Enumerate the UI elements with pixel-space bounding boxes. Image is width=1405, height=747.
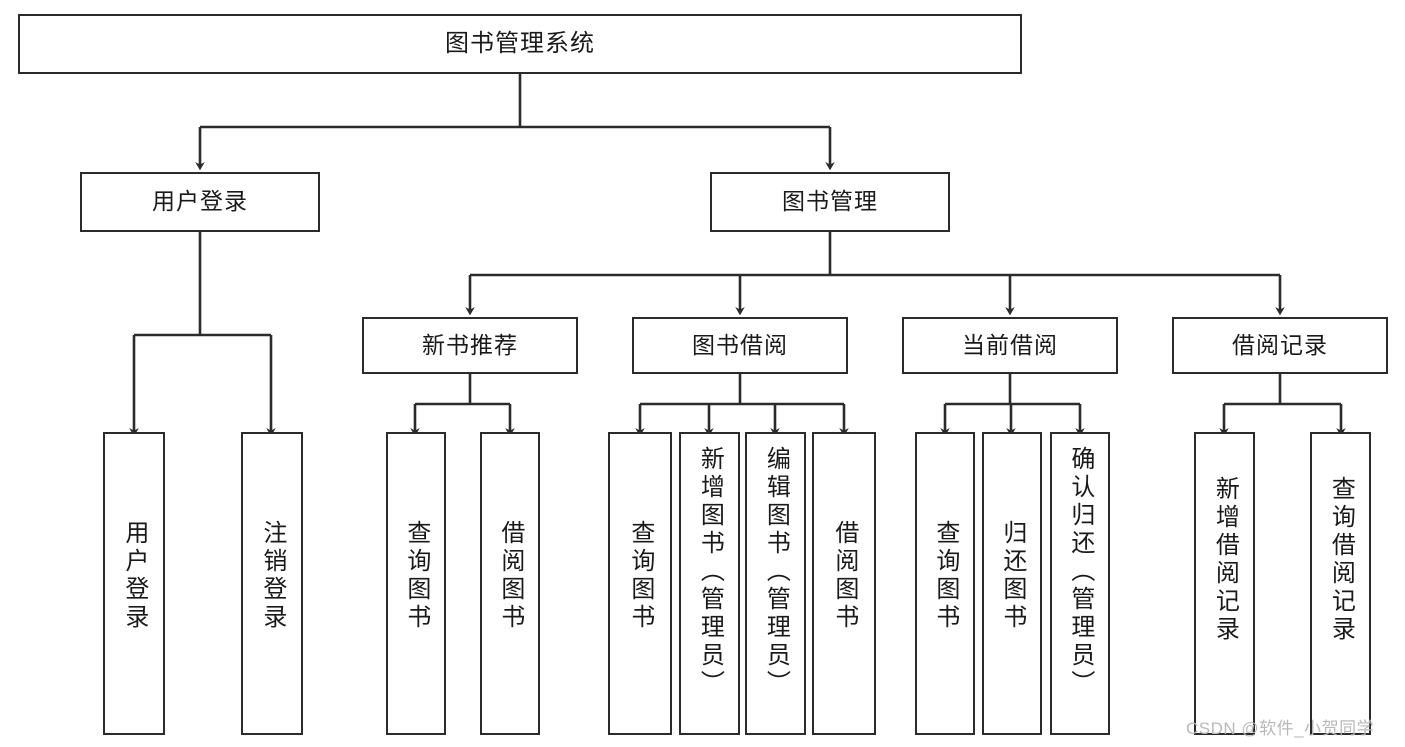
- leaf-query-book-borrow[interactable]: 查询图书: [608, 432, 672, 735]
- node-label: 图书借阅: [692, 331, 788, 358]
- node-label: 借阅记录: [1232, 331, 1328, 358]
- leaf-add-book-admin[interactable]: 新增图书（管理员）: [679, 432, 740, 735]
- leaf-query-borrow-record[interactable]: 查询借阅记录: [1310, 432, 1371, 735]
- node-label: 当前借阅: [962, 331, 1058, 358]
- leaf-query-book-recommend[interactable]: 查询图书: [386, 432, 446, 735]
- node-root-system[interactable]: 图书管理系统: [18, 14, 1022, 74]
- node-label: 归还图书: [998, 520, 1026, 632]
- node-label: 借阅图书: [496, 520, 524, 632]
- node-new-book-recommend[interactable]: 新书推荐: [362, 317, 578, 374]
- node-label: 查询图书: [626, 520, 654, 632]
- node-label: 查询图书: [402, 520, 430, 632]
- node-book-borrow[interactable]: 图书借阅: [632, 317, 848, 374]
- node-borrow-record[interactable]: 借阅记录: [1172, 317, 1388, 374]
- leaf-logout[interactable]: 注销登录: [241, 432, 303, 735]
- node-label: 图书管理系统: [445, 29, 595, 57]
- leaf-borrow-book-recommend[interactable]: 借阅图书: [480, 432, 540, 735]
- node-label: 用户登录: [120, 520, 148, 632]
- node-label: 图书管理: [782, 188, 878, 215]
- node-label: 新书推荐: [422, 331, 518, 358]
- node-label: 查询图书: [931, 520, 959, 632]
- node-user-login[interactable]: 用户登录: [80, 172, 320, 232]
- leaf-query-book-current[interactable]: 查询图书: [915, 432, 975, 735]
- node-label: 注销登录: [258, 520, 286, 632]
- node-label: 借阅图书: [830, 520, 858, 632]
- watermark-credit: CSDN @软件_小贺同学: [1186, 719, 1375, 738]
- node-book-management[interactable]: 图书管理: [710, 172, 950, 232]
- node-label: 用户登录: [152, 188, 248, 215]
- leaf-user-login[interactable]: 用户登录: [103, 432, 165, 735]
- node-label: 确认归还（管理员）: [1066, 446, 1094, 698]
- leaf-return-book[interactable]: 归还图书: [982, 432, 1042, 735]
- node-label: 查询借阅记录: [1327, 476, 1355, 644]
- node-label: 编辑图书（管理员）: [762, 446, 790, 698]
- node-label: 新增图书（管理员）: [696, 446, 724, 698]
- leaf-borrow-book[interactable]: 借阅图书: [812, 432, 876, 735]
- leaf-edit-book-admin[interactable]: 编辑图书（管理员）: [745, 432, 806, 735]
- leaf-confirm-return-admin[interactable]: 确认归还（管理员）: [1050, 432, 1110, 735]
- node-label: 新增借阅记录: [1211, 476, 1239, 644]
- leaf-add-borrow-record[interactable]: 新增借阅记录: [1194, 432, 1255, 735]
- node-current-borrow[interactable]: 当前借阅: [902, 317, 1118, 374]
